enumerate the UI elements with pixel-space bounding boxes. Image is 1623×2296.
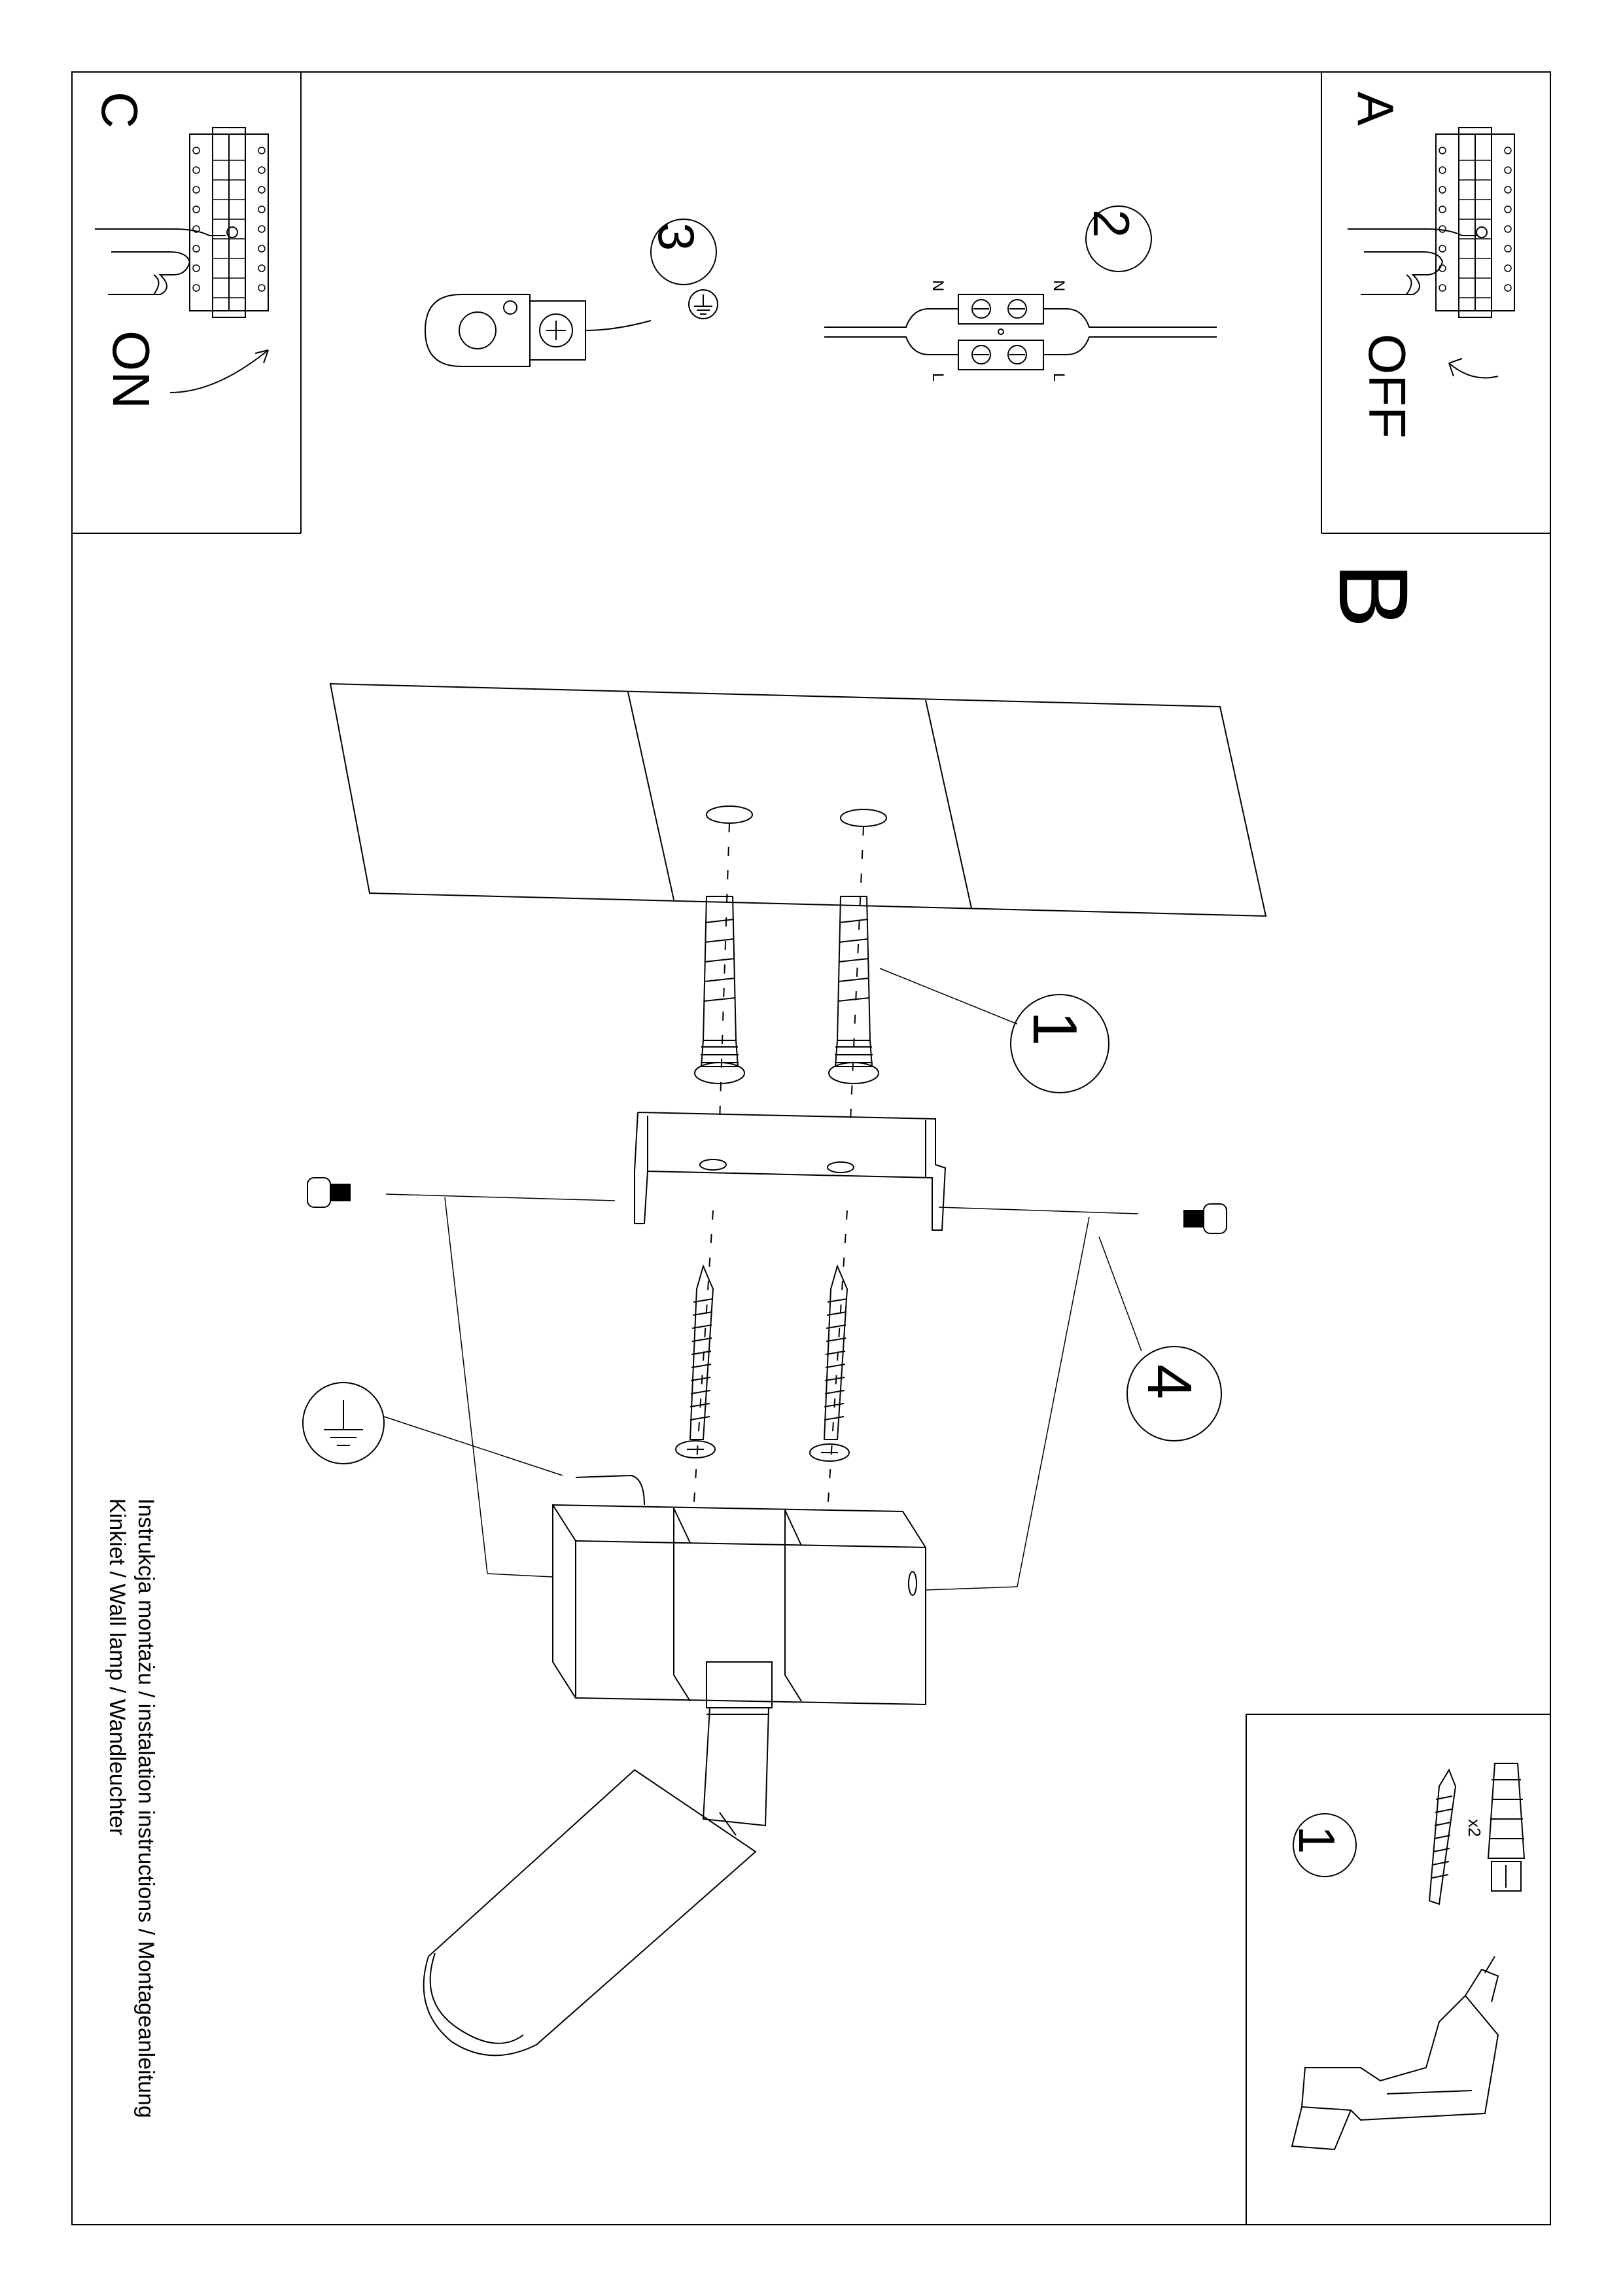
terminal-n-right-label: N — [1050, 280, 1068, 292]
step-3-circle — [650, 219, 717, 285]
breaker-panel-c-icon — [189, 127, 269, 318]
bracket-screw-icon — [1183, 1203, 1227, 1234]
terminal-l-right-label: L — [1050, 373, 1068, 382]
hand-icon — [1348, 228, 1478, 295]
wall-plug-icon — [828, 896, 879, 1084]
tools-wood-screw-icon — [1428, 1768, 1457, 1905]
instruction-title: Instrukcja montażu / instalation instruc… — [103, 1498, 160, 2118]
quantity-label: x2 — [1465, 1819, 1484, 1837]
tools-wall-plug-icon — [1487, 1763, 1526, 1892]
terminal-l-left-label: L — [929, 373, 947, 382]
ground-symbol-icon — [688, 289, 718, 319]
lamp-base-icon — [552, 1504, 926, 1706]
breaker-panel-a-icon — [1435, 127, 1515, 318]
breaker-switch-icon — [1476, 226, 1488, 238]
title-line-2: Kinkiet / Wall lamp / Wandleuchter — [105, 1498, 130, 1836]
wall-plug-icon — [694, 896, 745, 1084]
title-line-1: Instrukcja montażu / instalation instruc… — [133, 1498, 158, 2118]
bracket-screw-icon — [307, 1177, 351, 1208]
terminal-block-icon — [824, 294, 1217, 370]
wood-screw-icon — [809, 1264, 850, 1462]
ground-symbol-icon — [302, 1382, 385, 1464]
earth-wire — [575, 1474, 645, 1506]
lamp-shade-icon — [423, 1769, 757, 2057]
drill-icon — [1291, 1956, 1499, 2151]
mounting-bracket-icon — [634, 1112, 947, 1231]
panel-b-letter: B — [1319, 563, 1429, 629]
panel-a-state-label: OFF — [1358, 334, 1416, 438]
hand-icon — [95, 228, 226, 295]
terminal-n-left-label: N — [929, 280, 947, 292]
step-4-label: 4 — [1134, 1364, 1204, 1400]
step-4-circle — [1126, 1346, 1222, 1441]
breaker-switch-icon — [226, 226, 238, 238]
tools-step-circle — [1293, 1813, 1357, 1877]
step-1-circle — [1010, 994, 1109, 1093]
panel-a-letter: A — [1347, 92, 1405, 126]
wall-hole — [706, 805, 753, 824]
page-border — [71, 71, 1551, 2225]
wood-screw-icon — [675, 1264, 716, 1458]
tools-step-label: 1 — [1288, 1826, 1346, 1854]
panel-c-letter: C — [91, 92, 148, 129]
arrow-on-icon — [169, 349, 269, 393]
step-2-label: 2 — [1083, 209, 1140, 238]
panel-c-state-label: ON — [102, 330, 160, 409]
arrow-off-icon — [1448, 358, 1499, 379]
earth-terminal-icon — [424, 294, 652, 367]
step-2-circle — [1085, 205, 1152, 272]
wall-icon — [329, 682, 1267, 917]
tools-panel-frame — [1246, 1714, 1551, 2225]
wall-hole — [840, 809, 887, 827]
lamp-arm-icon — [702, 1661, 773, 1827]
step-3-label: 3 — [648, 222, 705, 251]
step-1-label: 1 — [1020, 1011, 1090, 1046]
